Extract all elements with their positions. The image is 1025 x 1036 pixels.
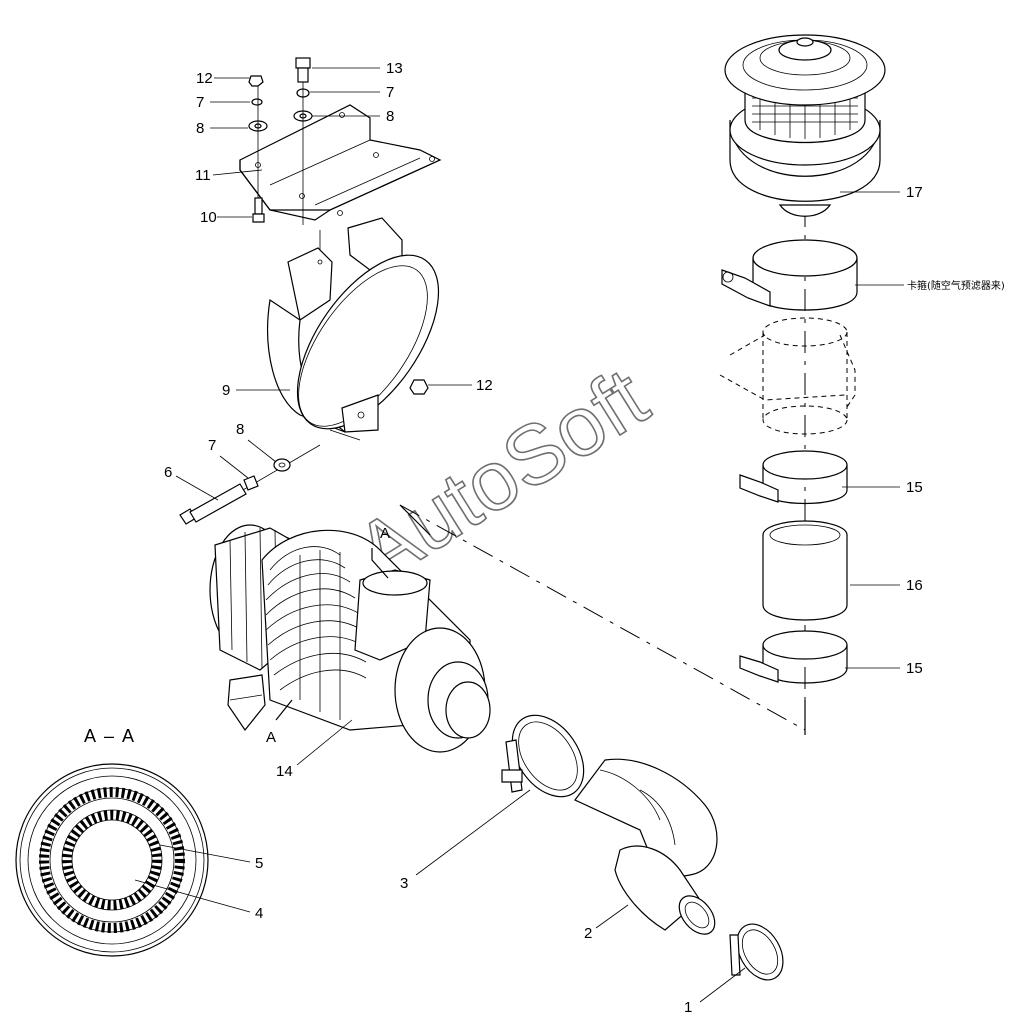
callout-labels: 12 7 8 11 10 13 7 8 9 12 6 7 8 14 17 15 … xyxy=(84,60,1005,1016)
rubber-sleeve xyxy=(762,520,848,621)
callout-12-strap: 12 xyxy=(476,377,493,394)
callout-5: 5 xyxy=(255,855,263,872)
callout-10: 10 xyxy=(200,209,217,226)
mounting-bracket xyxy=(239,104,442,221)
fasteners-left xyxy=(248,75,268,223)
elbow-hose xyxy=(574,758,718,935)
pre-cleaner xyxy=(724,34,886,217)
hose-clamp-small xyxy=(729,923,784,981)
section-marker-bottom: A xyxy=(266,729,276,746)
callout-17: 17 xyxy=(906,184,923,201)
section-marker-top: A xyxy=(380,525,390,542)
leader-lines xyxy=(134,67,904,1003)
callout-13: 13 xyxy=(386,60,403,77)
center-lines xyxy=(399,205,806,735)
hose-clamp-lower xyxy=(739,630,848,684)
callout-14: 14 xyxy=(276,763,293,780)
air-filter-housing xyxy=(209,524,491,753)
callout-3: 3 xyxy=(400,875,408,892)
reducer-phantom xyxy=(719,317,856,435)
fasteners-right xyxy=(293,57,313,225)
hose-clamp-upper xyxy=(739,450,848,504)
callout-4: 4 xyxy=(255,905,263,922)
callout-11: 11 xyxy=(195,167,211,184)
callout-8-right: 8 xyxy=(386,108,394,125)
callout-7-top: 7 xyxy=(196,94,204,111)
callout-1: 1 xyxy=(684,999,692,1016)
strap-bolt-assembly xyxy=(179,444,321,525)
pre-cleaner-clamp xyxy=(721,239,858,311)
callout-7-right: 7 xyxy=(386,84,394,101)
outlet-clamp xyxy=(501,714,585,798)
callout-15-lower: 15 xyxy=(906,660,923,677)
callout-7-bolt: 7 xyxy=(208,437,216,454)
callout-2: 2 xyxy=(584,925,592,942)
callout-16: 16 xyxy=(906,577,923,594)
callout-9: 9 xyxy=(222,382,230,399)
callout-8-bolt: 8 xyxy=(236,421,244,438)
section-title: A – A xyxy=(84,726,136,746)
mounting-strap xyxy=(267,217,440,441)
callout-8-top: 8 xyxy=(196,120,204,137)
strap-nut xyxy=(409,379,429,395)
callout-6: 6 xyxy=(164,464,172,481)
callout-12-top: 12 xyxy=(196,70,213,87)
clamp-note: 卡箍(随空气预滤器来) xyxy=(907,279,1005,292)
section-view-a-a xyxy=(15,763,209,957)
callout-15-upper: 15 xyxy=(906,479,923,496)
